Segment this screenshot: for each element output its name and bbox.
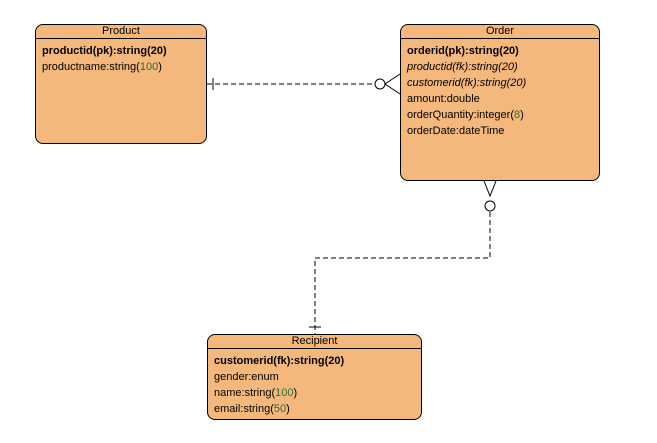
attribute: productid(fk):string(20) (407, 61, 518, 73)
zero-cardinality-circle (374, 78, 386, 90)
relationship-product-order[interactable] (207, 73, 401, 95)
attribute: gender:enum (214, 371, 279, 383)
entity-title: Recipient (208, 335, 421, 349)
attribute: orderid(pk):string(20) (407, 45, 519, 57)
attribute: name:string(100) (214, 387, 298, 399)
connector-line (314, 212, 491, 334)
attribute: email:string(50) (214, 403, 290, 415)
entity-order[interactable]: Order orderid(pk):string(20) productid(f… (400, 24, 600, 181)
attribute-list: orderid(pk):string(20) productid(fk):str… (401, 39, 599, 139)
relationship-order-recipient[interactable] (309, 180, 497, 334)
attribute: productid(pk):string(20) (42, 45, 167, 57)
attribute: productname:string(100) (42, 61, 162, 73)
crows-foot-mark (384, 73, 401, 95)
entity-recipient[interactable]: Recipient customerid(fk):string(20) gend… (207, 334, 422, 420)
entity-title: Product (36, 25, 206, 39)
attribute: orderDate:dateTime (407, 125, 505, 137)
entity-title: Order (401, 25, 599, 39)
attribute: customerid(fk):string(20) (407, 77, 527, 89)
crows-foot-mark (483, 180, 497, 198)
entity-product[interactable]: Product productid(pk):string(20) product… (35, 24, 207, 144)
attribute-list: productid(pk):string(20) productname:str… (36, 39, 206, 75)
attribute: orderQuantity:integer(8) (407, 109, 524, 121)
zero-cardinality-circle (484, 200, 496, 212)
attribute: amount:double (407, 93, 480, 105)
attribute-list: customerid(fk):string(20) gender:enum na… (208, 349, 421, 417)
attribute: customerid(fk):string(20) (214, 355, 345, 367)
